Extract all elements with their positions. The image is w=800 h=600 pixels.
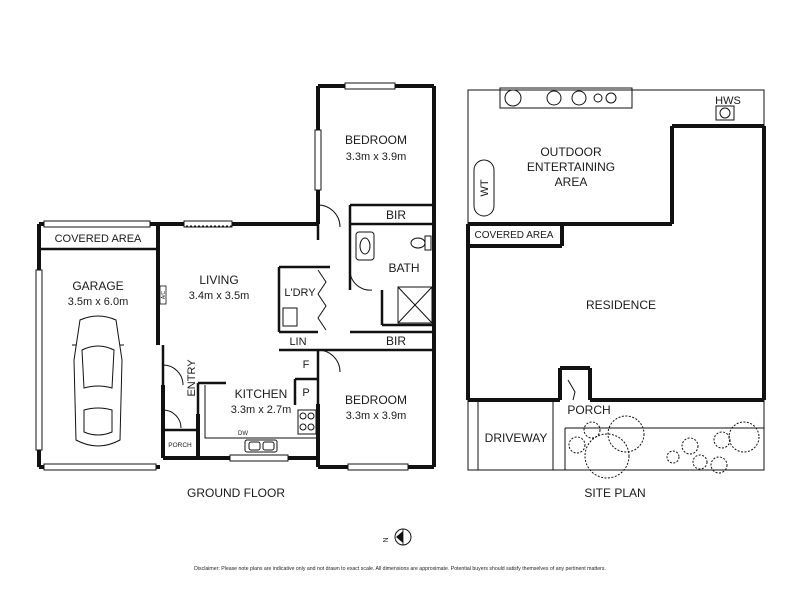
ground-floor-title: GROUND FLOOR (187, 486, 285, 500)
car-icon (72, 315, 124, 447)
site-covered-area-label: COVERED AREA (475, 230, 554, 241)
outdoor-label-line3: AREA (555, 175, 588, 189)
living-name: LIVING (199, 273, 238, 287)
bedroom1-size: 3.3m x 3.9m (346, 151, 407, 163)
kitchen-name: KITCHEN (235, 387, 288, 401)
water-tank-icon (473, 159, 495, 217)
linen-label: LIN (289, 336, 306, 348)
site-plan-labels: HWS OUTDOOR ENTERTAINING AREA WT COVERED… (475, 95, 741, 500)
bir-top-label: BIR (386, 208, 406, 222)
compass-icon: N (383, 528, 412, 546)
bedroom2-size: 3.3m x 3.9m (346, 410, 407, 422)
aircon-label: A/C (161, 290, 167, 299)
fridge-label: F (303, 359, 310, 371)
driveway-label: DRIVEWAY (485, 431, 548, 445)
site-plan-title: SITE PLAN (584, 486, 645, 500)
hws-label: HWS (715, 95, 741, 107)
bath-fixtures (355, 231, 433, 324)
dishwasher-label: DW (238, 431, 248, 437)
hws-unit-icon (715, 105, 735, 121)
garden-planter (499, 87, 633, 109)
bedroom2-name: BEDROOM (345, 393, 407, 407)
laundry-trough (282, 307, 298, 327)
laundry-label: L'DRY (284, 287, 316, 299)
porch-label: PORCH (168, 442, 192, 449)
aircon-unit (159, 285, 167, 305)
site-plan (466, 87, 766, 479)
disclaimer-text: Disclaimer: Please note plans are indica… (194, 566, 606, 572)
site-porch-label: PORCH (567, 403, 610, 417)
site-boundary (467, 89, 765, 471)
interior-walls (39, 203, 434, 432)
kitchen-fittings (204, 385, 318, 453)
ground-floor-labels: BEDROOM 3.3m x 3.9m BIR BATH BIR BEDROOM… (55, 133, 420, 500)
laundry-bifold-door (317, 269, 327, 331)
site-residence-walls (466, 124, 766, 402)
doors (162, 204, 373, 429)
garden-trees-icon (568, 415, 760, 479)
water-tank-label: WT (479, 179, 491, 196)
outdoor-label-line2: ENTERTAINING (527, 160, 615, 174)
outdoor-label-line1: OUTDOOR (540, 145, 602, 159)
windows (35, 82, 409, 471)
site-paving (477, 379, 764, 470)
entry-label: ENTRY (186, 359, 198, 397)
garage-size: 3.5m x 6.0m (68, 296, 129, 308)
residence-label: RESIDENCE (586, 298, 656, 312)
pantry-label: P (302, 387, 309, 399)
bath-label: BATH (388, 261, 419, 275)
living-size: 3.4m x 3.5m (189, 290, 250, 302)
covered-area-label: COVERED AREA (55, 233, 142, 245)
kitchen-size: 3.3m x 2.7m (231, 404, 292, 416)
bedroom1-name: BEDROOM (345, 133, 407, 147)
bir-bottom-label: BIR (386, 334, 406, 348)
hws-tank-icon (719, 107, 731, 119)
compass-north-label: N (383, 537, 390, 542)
ground-floor-plan (35, 82, 436, 471)
garage-name: GARAGE (72, 279, 123, 293)
